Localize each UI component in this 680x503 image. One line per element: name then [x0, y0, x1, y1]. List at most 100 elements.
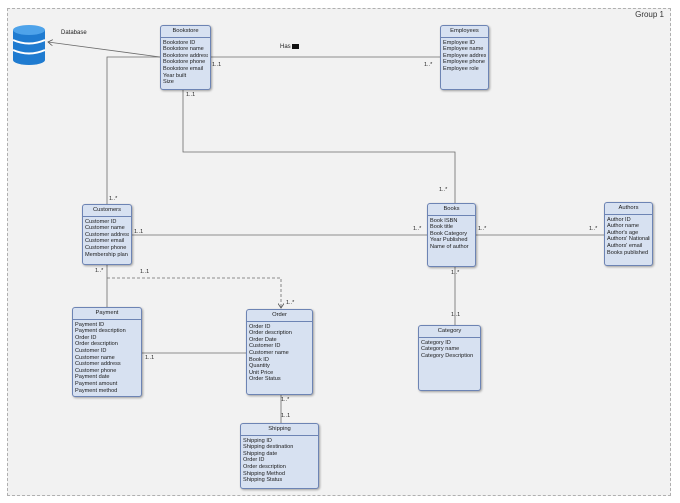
entity-field: Customer ID: [75, 347, 107, 354]
multiplicity-label: 1..1: [212, 62, 222, 68]
multiplicity-label: 1..*: [413, 226, 422, 232]
entity-field: Order ID: [75, 334, 97, 341]
multiplicity-label: 1..*: [281, 397, 290, 403]
entity-field: Book ISBN: [430, 217, 458, 224]
entity-field: Author name: [607, 223, 640, 230]
entity-field: Size: [163, 79, 174, 86]
multiplicity-label: 1..*: [424, 62, 433, 68]
multiplicity-label: 1..1: [281, 413, 291, 419]
entity-field: Shipping Method: [243, 470, 285, 477]
entity-field: Customer name: [85, 225, 125, 232]
multiplicity-label: 1..*: [286, 300, 295, 306]
entity-field: Shipping ID: [243, 437, 272, 444]
entity-field: Customer ID: [249, 343, 281, 350]
entity-field: Order description: [75, 341, 118, 348]
multiplicity-label: 1..*: [478, 226, 487, 232]
entity-field: Order Status: [249, 376, 281, 383]
entity-title: Authors: [605, 203, 652, 215]
entity-field: Order Date: [249, 336, 277, 343]
entity-field: Customer name: [75, 354, 115, 361]
database-label: Database: [61, 30, 87, 36]
entity-title: Customers: [83, 205, 131, 217]
entity-field: Bookstore ID: [163, 39, 196, 46]
entity-title: Category: [419, 326, 480, 338]
line-bookstore-books: [182, 90, 456, 204]
entity-field: Quantity: [249, 363, 270, 370]
entity-field: Payment description: [75, 328, 126, 335]
arrow-indicator-icon: [292, 44, 300, 49]
entity-field: Year built: [163, 72, 187, 79]
entity-field: Bookstore name: [163, 46, 204, 53]
entity-field: Name of author: [430, 243, 469, 250]
entity-field: Shipping Status: [243, 477, 283, 484]
entity-field: Authors' Nationality: [607, 236, 650, 243]
multiplicity-label: 1..1: [134, 229, 144, 235]
line-bookstore-database: [48, 42, 161, 58]
entity-field: Customer email: [85, 238, 125, 245]
entity-title: Payment: [73, 308, 141, 320]
has-label: Has: [280, 44, 300, 50]
entity-field: Employee phone: [443, 59, 485, 66]
entity-field: Category name: [421, 346, 460, 353]
entity-field: Payment amount: [75, 380, 118, 387]
multiplicity-label: 1..*: [589, 226, 598, 232]
entity-field: Category ID: [421, 339, 451, 346]
entity-field: Book ID: [249, 356, 269, 363]
group-label: Group 1: [635, 10, 664, 19]
entity-field: Customer phone: [75, 367, 117, 374]
entity-field: Customer ID: [85, 218, 117, 225]
entity-field: Books published: [607, 249, 649, 256]
entity-field: Book title: [430, 224, 454, 231]
entity-field: Author's age: [607, 229, 639, 236]
database-icon[interactable]: [12, 24, 46, 66]
entity-field: Employee role: [443, 65, 479, 72]
entity-field: Shipping destination: [243, 444, 294, 451]
entity-field: Order ID: [249, 323, 271, 330]
line-bookstore-customers: [106, 56, 160, 204]
multiplicity-label: 1..*: [439, 187, 448, 193]
entity-field: Payment method: [75, 387, 118, 394]
entity-field: Category Description: [421, 352, 474, 359]
entity-field: Order description: [243, 463, 286, 470]
entity-field: Employee address: [443, 52, 486, 59]
entity-field: Bookstore email: [163, 65, 204, 72]
entity-field: Unit Price: [249, 369, 274, 376]
entity-field: Customer phone: [85, 244, 127, 251]
entity-title: Books: [428, 204, 475, 216]
multiplicity-label: 1..1: [140, 269, 150, 275]
line-customers-order: [107, 277, 281, 308]
entity-field: Membership plan: [85, 251, 128, 258]
entity-field: Author ID: [607, 216, 631, 223]
multiplicity-label: 1..*: [109, 196, 118, 202]
entity-field: Shipping date: [243, 450, 278, 457]
entity-title: Bookstore: [161, 26, 210, 38]
entity-field: Order ID: [243, 457, 265, 464]
entity-title: Order: [247, 310, 312, 322]
multiplicity-label: 1..1: [145, 355, 155, 361]
entity-field: Customer address: [85, 231, 129, 238]
multiplicity-label: 1..*: [451, 270, 460, 276]
entity-field: Authors' email: [607, 242, 643, 249]
entity-field: Bookstore phone: [163, 59, 206, 66]
entity-field: Order description: [249, 330, 292, 337]
multiplicity-label: 1..1: [451, 312, 461, 318]
multiplicity-label: 1..*: [95, 268, 104, 274]
